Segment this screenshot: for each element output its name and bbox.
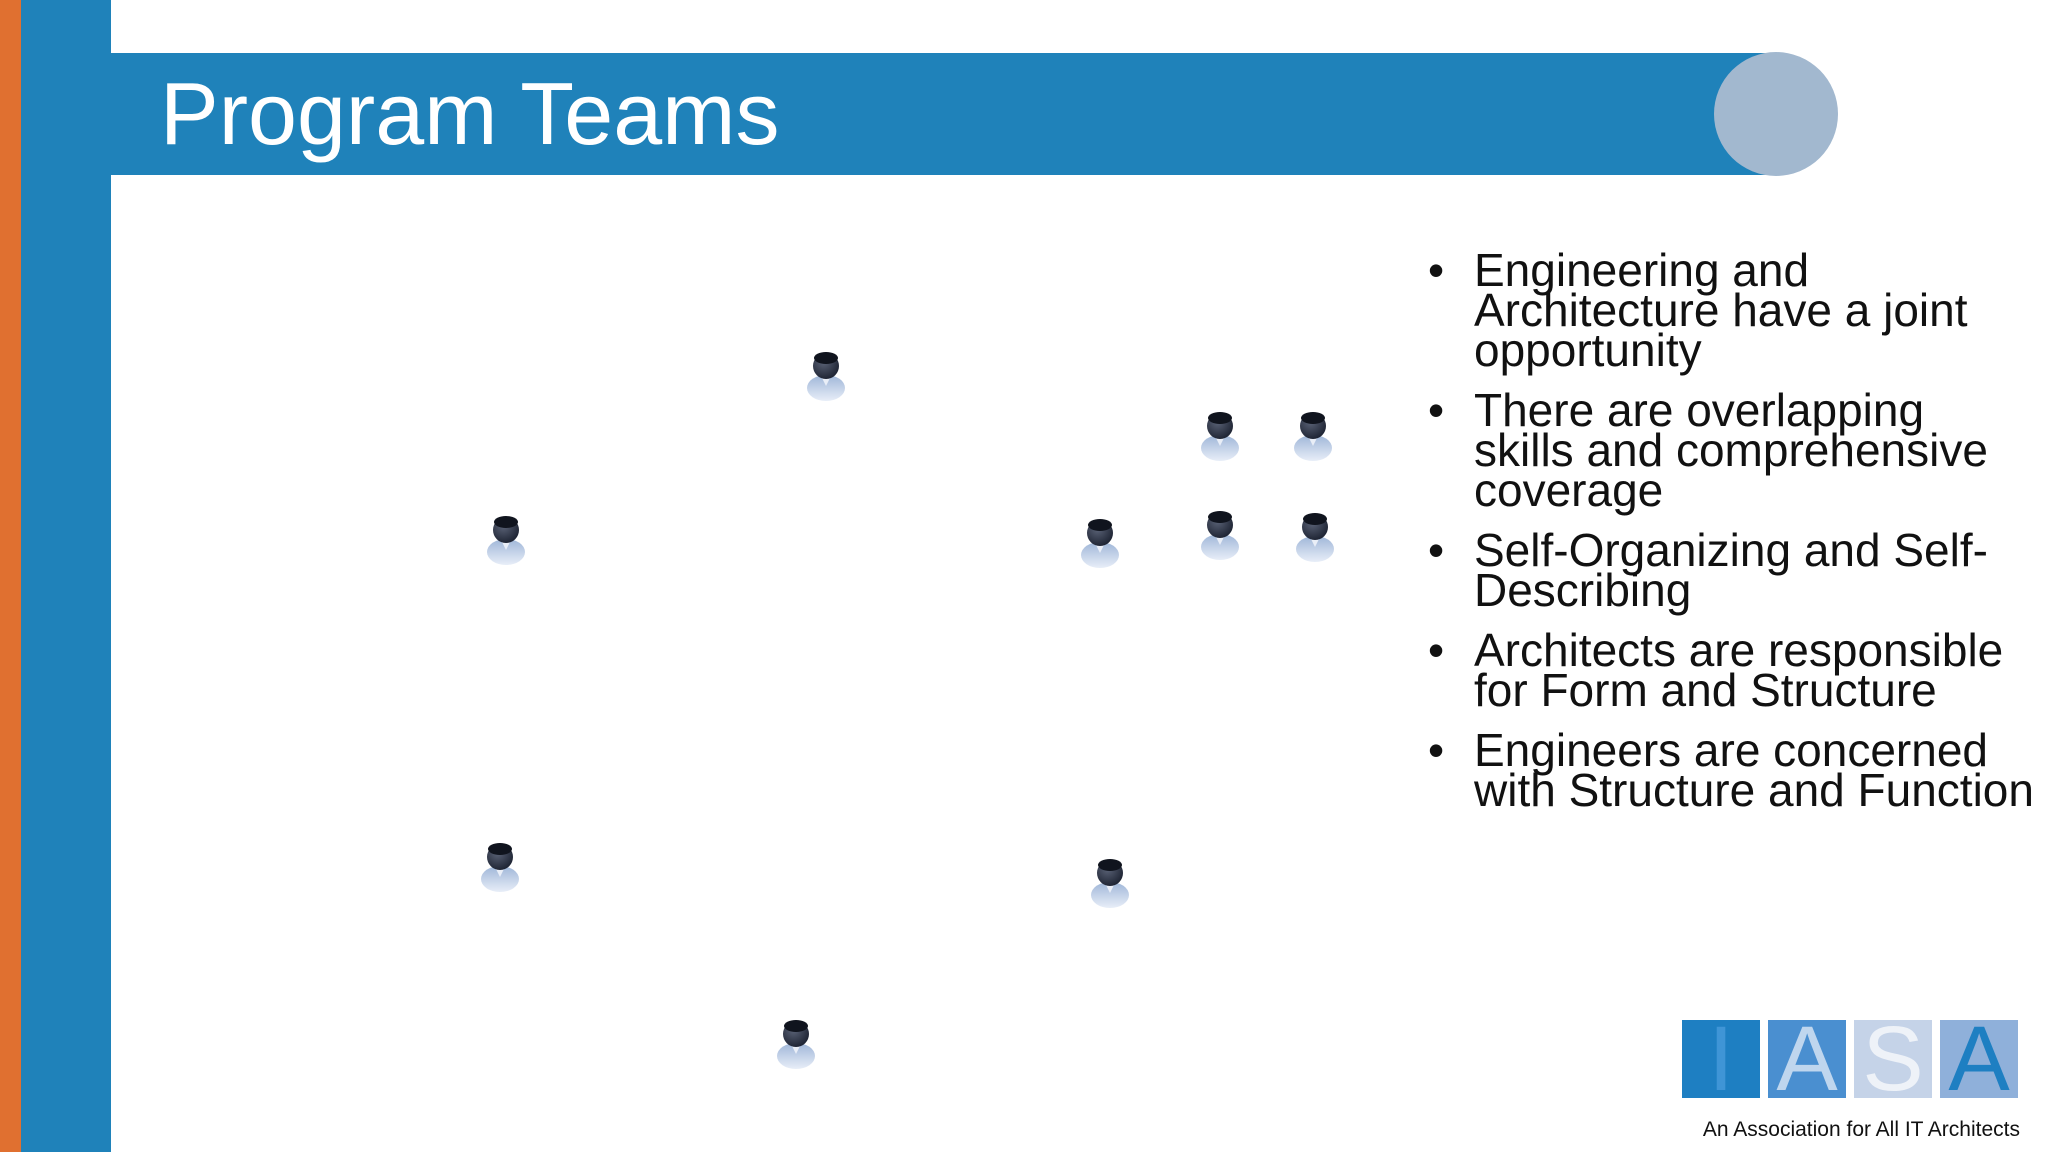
bullet-item: • Self-Organizing and Self-Describing xyxy=(1424,524,2034,613)
bullet-text: There are overlapping skills and compreh… xyxy=(1474,384,1988,516)
person-icon xyxy=(1201,412,1239,461)
title-circle-decoration xyxy=(1714,52,1838,176)
bullet-item: • There are overlapping skills and compr… xyxy=(1424,384,2034,513)
bullet-list: • Engineering and Architecture have a jo… xyxy=(1424,244,2034,830)
bullet-dot: • xyxy=(1428,624,1445,676)
logo-letter: A xyxy=(1948,1020,2010,1098)
iasa-logo: I A S A xyxy=(1682,1020,2018,1098)
person-icon xyxy=(807,352,845,401)
bullet-dot: • xyxy=(1428,244,1445,296)
logo-letter: A xyxy=(1776,1020,1838,1098)
bullet-text: Engineers are concerned with Structure a… xyxy=(1474,724,2034,816)
bullet-text: Architects are responsible for Form and … xyxy=(1474,624,2004,716)
left-orange-stripe xyxy=(0,0,21,1152)
bullet-text: Self-Organizing and Self-Describing xyxy=(1474,524,1988,616)
bullet-dot: • xyxy=(1428,384,1445,436)
bullet-item: • Engineers are concerned with Structure… xyxy=(1424,724,2034,813)
logo-caption: An Association for All IT Architects xyxy=(1702,1118,2020,1141)
title-bar xyxy=(111,53,1781,175)
person-icon xyxy=(1201,511,1239,560)
logo-tile-4 xyxy=(1940,1020,2018,1098)
person-icon xyxy=(1081,519,1119,568)
person-icon xyxy=(777,1020,815,1069)
logo-tile-2 xyxy=(1768,1020,1846,1098)
bullet-dot: • xyxy=(1428,524,1445,576)
bullet-item: • Architects are responsible for Form an… xyxy=(1424,624,2034,713)
logo-letter: S xyxy=(1862,1020,1923,1098)
slide-title: Program Teams xyxy=(160,64,780,163)
left-blue-band xyxy=(21,0,111,1152)
person-icon xyxy=(1296,513,1334,562)
bullet-text: Engineering and Architecture have a join… xyxy=(1474,244,1968,376)
logo-tile-1 xyxy=(1682,1020,1760,1098)
person-icon xyxy=(487,516,525,565)
person-icon xyxy=(1294,412,1332,461)
logo-tile-3 xyxy=(1854,1020,1932,1098)
bullet-item: • Engineering and Architecture have a jo… xyxy=(1424,244,2034,373)
person-icon xyxy=(1091,859,1129,908)
person-icon xyxy=(481,843,519,892)
logo-letter: I xyxy=(1708,1020,1734,1098)
bullet-dot: • xyxy=(1428,724,1445,776)
